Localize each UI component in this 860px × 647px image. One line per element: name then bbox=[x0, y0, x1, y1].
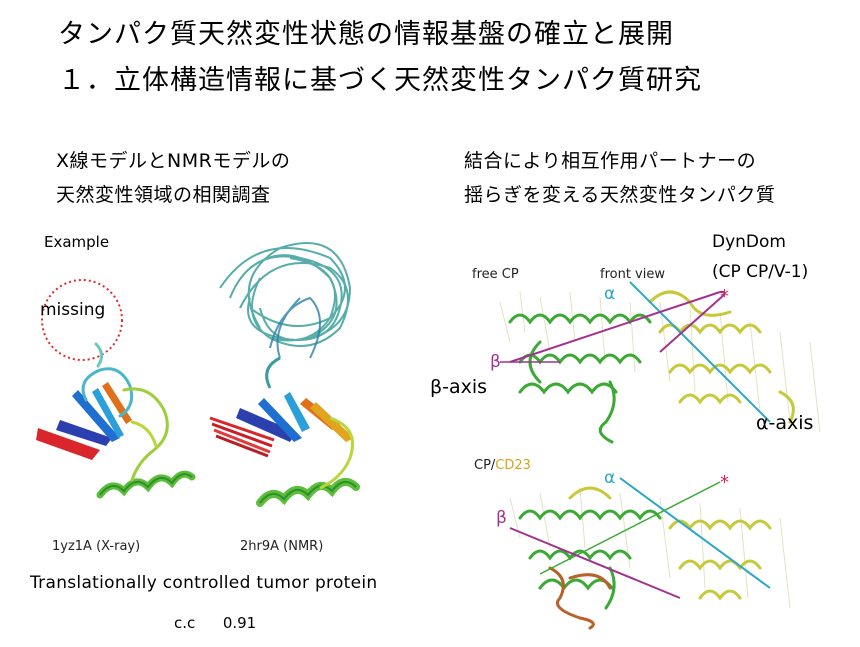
slide-title-line1: タンパク質天然変性状態の情報基盤の確立と展開 bbox=[58, 19, 674, 50]
right-heading-line2: 揺らぎを変える天然変性タンパク質 bbox=[464, 184, 776, 206]
example-label: Example bbox=[44, 233, 110, 251]
star-symbol-bottom: * bbox=[720, 472, 729, 493]
cp-label: CP/ bbox=[474, 458, 496, 473]
xray-caption: 1yz1A (X-ray) bbox=[52, 539, 141, 554]
alpha-axis-label: α-axis bbox=[756, 412, 814, 434]
nmr-ensemble-figure bbox=[209, 242, 360, 507]
protein-name: Translationally controlled tumor protein bbox=[30, 573, 378, 593]
left-heading-line2: 天然変性領域の相関調査 bbox=[56, 184, 271, 206]
nmr-caption: 2hr9A (NMR) bbox=[240, 539, 324, 554]
beta-axis-label: β-axis bbox=[430, 376, 488, 398]
dyndom-label-line2: (CP CP/V-1) bbox=[712, 262, 809, 282]
cc-value: 0.91 bbox=[222, 614, 257, 632]
free-cp-structure-figure bbox=[499, 281, 821, 444]
missing-label: missing bbox=[40, 300, 106, 320]
alpha-symbol-top: α bbox=[604, 284, 616, 304]
cd23-label: CD23 bbox=[495, 458, 531, 473]
right-heading-line1: 結合により相互作用パートナーの bbox=[464, 150, 757, 172]
xray-structure-figure bbox=[36, 279, 196, 499]
star-symbol-top: * bbox=[720, 286, 729, 307]
slide-title-line2: １．立体構造情報に基づく天然変性タンパク質研究 bbox=[58, 65, 702, 96]
beta-symbol-bottom: β bbox=[496, 508, 507, 528]
cp-cd23-label: CP/CD23 bbox=[474, 458, 531, 473]
missing-region-circle bbox=[41, 279, 123, 361]
front-view-label: front view bbox=[600, 267, 665, 282]
left-heading-line1: X線モデルとNMRモデルの bbox=[56, 150, 291, 172]
cc-label: c.c bbox=[174, 614, 196, 632]
dyndom-label-line1: DynDom bbox=[712, 232, 786, 252]
beta-symbol-top: β bbox=[490, 352, 501, 372]
cp-cd23-structure-figure bbox=[509, 477, 791, 630]
correlation-row: c.c 0.91 bbox=[174, 614, 256, 632]
free-cp-label: free CP bbox=[472, 267, 519, 282]
alpha-symbol-bottom: α bbox=[604, 468, 616, 488]
